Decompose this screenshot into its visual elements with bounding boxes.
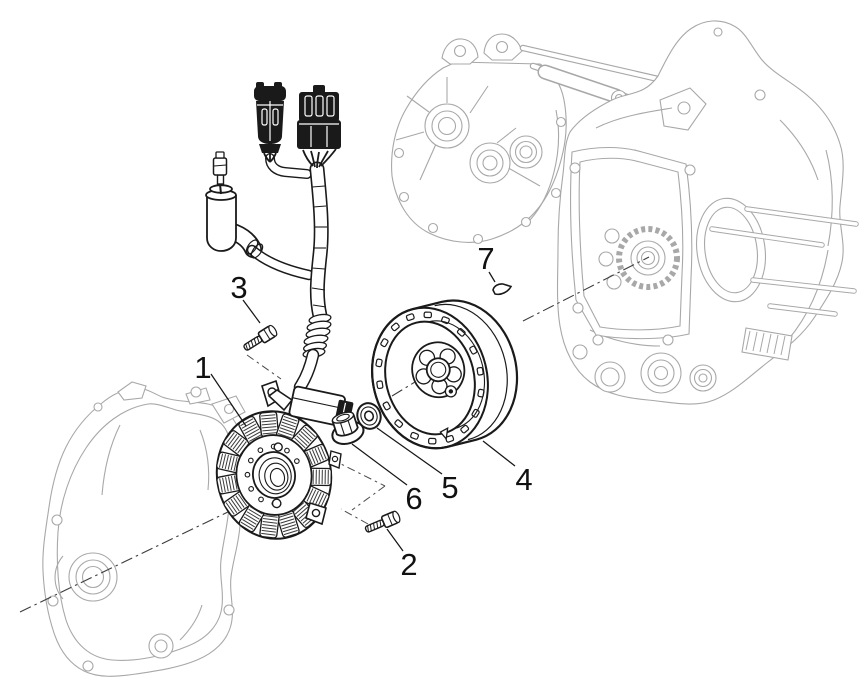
connector-multipin-wires — [302, 148, 337, 169]
callout-7-label: 7 — [477, 241, 494, 276]
callout-3-label: 3 — [230, 270, 247, 305]
connector-multipin — [297, 85, 341, 169]
flywheel-cover — [42, 381, 246, 677]
callout-6-label: 6 — [405, 481, 422, 516]
callout-1-label: 1 — [194, 350, 211, 385]
callout-6-leader — [351, 443, 408, 486]
callout-7-leader — [488, 271, 496, 283]
connector-2pin-wires — [263, 152, 277, 163]
bundle-segment-ticks — [311, 185, 327, 308]
axis-line-through-flywheel — [391, 381, 416, 397]
connector-2pin — [254, 82, 286, 163]
woodruff-key-part — [492, 283, 513, 296]
callout-2-leader — [386, 528, 404, 552]
stator-part — [215, 410, 333, 540]
stator-lug-bottom — [305, 501, 327, 526]
assembly-dashed-lines — [246, 354, 386, 525]
callout-1-leader — [210, 373, 247, 427]
stator-coil-ring — [216, 411, 332, 539]
callout-5-label: 5 — [441, 470, 458, 505]
callout-5-leader — [376, 427, 443, 475]
screw-part-3 — [243, 324, 278, 351]
flange-nut-part — [331, 411, 365, 445]
flywheel-part — [370, 299, 519, 450]
corrugated-boot — [302, 313, 332, 359]
fin-hatch-block — [741, 327, 793, 361]
callout-numbers: 1 2 3 4 5 6 7 — [194, 241, 532, 582]
crankcase-studs — [709, 206, 859, 317]
washer-part — [356, 402, 382, 430]
callout-4-leader — [482, 440, 516, 467]
engine-case-front — [556, 20, 844, 405]
stator-lug-right — [328, 450, 342, 469]
flywheel-slot-ring — [375, 311, 485, 445]
callout-4-label: 4 — [515, 462, 532, 497]
gearbox-face — [569, 147, 696, 346]
spark-plug-cap — [205, 151, 315, 281]
callout-leaders — [210, 271, 516, 552]
screw-part-2 — [364, 510, 401, 533]
terminal-connector — [212, 151, 228, 195]
callout-3-leader — [242, 299, 261, 324]
flywheel-hub — [411, 341, 466, 399]
engine-case-rear — [391, 33, 567, 245]
callout-2-label: 2 — [400, 547, 417, 582]
